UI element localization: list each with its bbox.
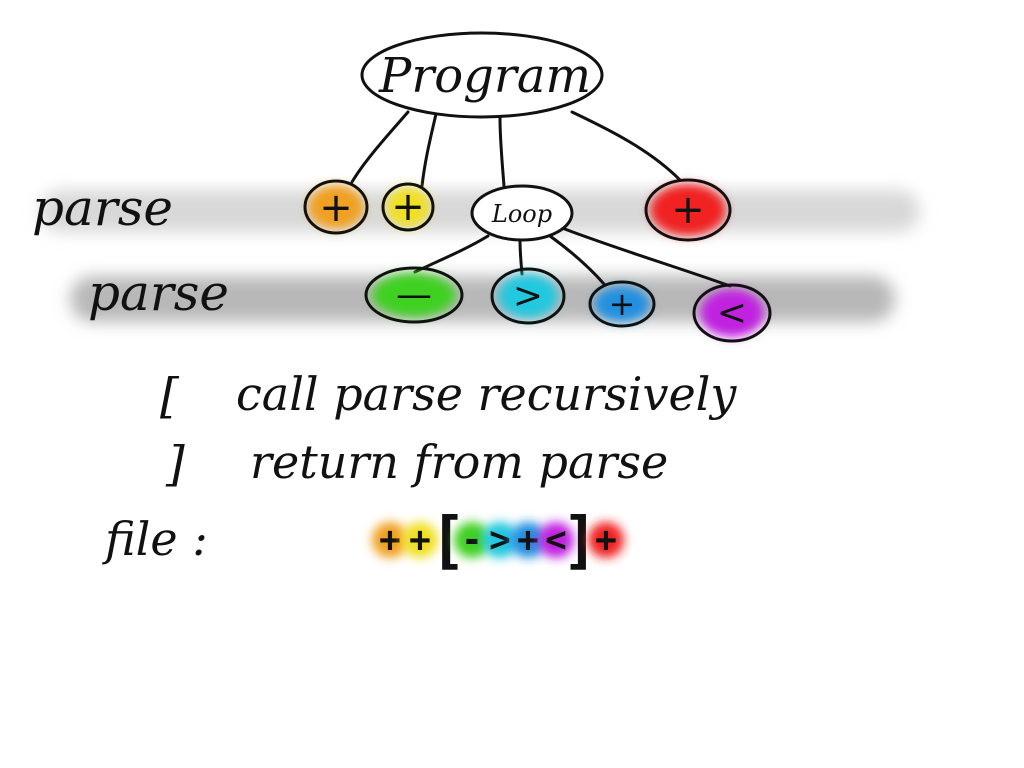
file-token: >	[482, 520, 518, 561]
edge-root-plus3	[570, 110, 682, 182]
file-token: +	[372, 520, 408, 561]
file-token-glow	[482, 522, 518, 558]
tree-edges	[350, 110, 732, 288]
level1-node-2: +	[381, 182, 435, 232]
file-token-char: +	[379, 520, 401, 561]
file-token-glow	[454, 522, 490, 558]
edge-root-plus1	[350, 110, 410, 184]
file-token: +	[588, 520, 624, 561]
edge-root-plus2	[420, 112, 438, 188]
level2-node-plus: +	[588, 280, 656, 328]
file-token-glow	[372, 522, 408, 558]
file-token: +	[402, 520, 438, 561]
open-bracket-symbol: [	[160, 368, 180, 424]
program-label: Program	[378, 48, 591, 104]
file-token: <	[538, 520, 574, 561]
file-token-row: ++[->+<]+	[372, 504, 624, 577]
file-token-char: >	[489, 520, 511, 561]
edge-loop-gt	[518, 238, 524, 276]
node-symbol: <	[717, 293, 747, 334]
node-symbol: +	[319, 185, 353, 231]
file-token: +	[510, 520, 546, 561]
loop-node: Loop	[470, 184, 574, 242]
close-bracket-note: return from parse	[250, 435, 668, 489]
level2-node-minus: —	[364, 266, 464, 324]
file-token-char: +	[409, 520, 431, 561]
node-symbol: +	[609, 285, 636, 323]
edge-loop-lt	[560, 226, 732, 288]
parse-band-2	[70, 276, 895, 322]
close-bracket-symbol: ]	[165, 436, 185, 492]
node-symbol: >	[513, 276, 543, 317]
file-token-char: <	[545, 520, 567, 561]
file-token-char: -	[461, 520, 483, 561]
node-symbol: —	[396, 275, 432, 316]
file-token-char: +	[517, 520, 539, 561]
edge-loop-plus	[548, 234, 606, 286]
file-token-glow	[510, 522, 546, 558]
level1-node-1: +	[303, 179, 369, 235]
file-token-glow	[588, 522, 624, 558]
file-token: -	[454, 520, 490, 561]
edge-root-loop	[498, 116, 506, 188]
parse-label-1: parse	[32, 179, 173, 237]
file-label: file :	[102, 512, 208, 566]
file-token-glow	[538, 522, 574, 558]
level2-node-lt: <	[692, 283, 772, 343]
file-token-char: +	[595, 520, 617, 561]
program-node	[360, 31, 604, 119]
node-symbol: +	[671, 187, 705, 233]
edge-loop-minus	[413, 234, 490, 274]
parse-label-2: parse	[88, 264, 229, 322]
open-bracket-note: call parse recursively	[236, 367, 737, 421]
level1-node-3: +	[644, 178, 732, 242]
file-token-glow	[402, 522, 438, 558]
node-symbol: +	[391, 184, 425, 230]
level2-node-gt: >	[490, 267, 566, 325]
loop-label: Loop	[491, 200, 552, 228]
